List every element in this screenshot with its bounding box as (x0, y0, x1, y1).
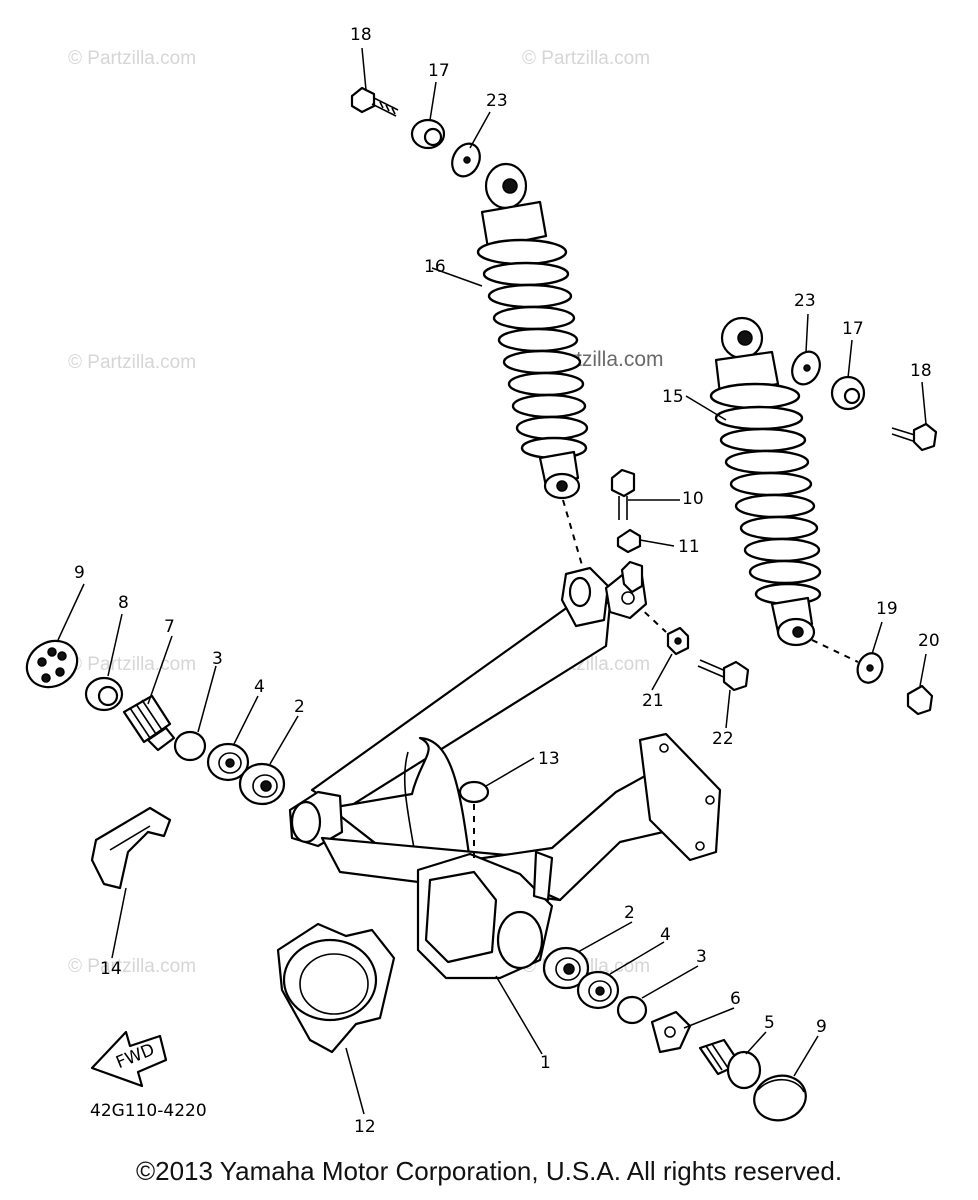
callout-13: 13 (538, 749, 560, 769)
callout-3: 3 (696, 947, 707, 967)
callout-17: 17 (842, 319, 864, 339)
copyright-notice: ©2013 Yamaha Motor Corporation, U.S.A. A… (135, 1156, 843, 1186)
bearing-2-left[interactable] (238, 762, 286, 806)
bearing-2-right[interactable] (542, 946, 590, 990)
bolt-18-right[interactable] (891, 422, 938, 452)
callout-6: 6 (730, 989, 741, 1009)
callout-8: 8 (118, 593, 129, 613)
locknut-6[interactable] (650, 1010, 692, 1054)
fwd-arrow-icon: FWD (90, 1030, 168, 1088)
collar-17-right[interactable] (830, 375, 866, 411)
callout-9: 9 (74, 563, 85, 583)
callout-5: 5 (764, 1013, 775, 1033)
callout-3: 3 (212, 649, 223, 669)
callout-14: 14 (100, 959, 122, 979)
bushing-3-left[interactable] (173, 730, 207, 762)
callout-9: 9 (816, 1017, 827, 1037)
callout-11: 11 (678, 537, 700, 557)
callout-12: 12 (354, 1117, 376, 1137)
callout-17: 17 (428, 61, 450, 81)
nut-21[interactable] (666, 626, 690, 656)
cover-14[interactable] (90, 806, 172, 890)
watermark: © Partzilla.com (68, 48, 196, 69)
bolt-18-upper[interactable] (350, 86, 399, 117)
callout-18: 18 (910, 361, 932, 381)
watermark: © Partzilla.com (68, 956, 196, 977)
callout-4: 4 (660, 925, 671, 945)
watermark: © Partzilla.com (68, 352, 196, 373)
leader-lines (57, 47, 927, 1115)
bearing-4-left[interactable] (206, 742, 250, 782)
callout-15: 15 (662, 387, 684, 407)
cap-9-right[interactable] (749, 1070, 811, 1126)
washer-19[interactable] (854, 650, 887, 686)
watermark: © Partzilla.com (522, 48, 650, 69)
nut-11[interactable] (616, 528, 642, 554)
cap-13[interactable] (458, 780, 490, 862)
callout-23: 23 (486, 91, 508, 111)
nut-20[interactable] (906, 684, 934, 716)
bearing-4-right[interactable] (576, 970, 620, 1010)
callout-16: 16 (424, 257, 446, 277)
collar-17-upper[interactable] (410, 118, 446, 150)
shock-absorber-right[interactable] (709, 316, 822, 647)
bushing-3-right[interactable] (616, 995, 648, 1025)
callout-21: 21 (642, 691, 664, 711)
washer-23-upper[interactable] (447, 139, 485, 181)
callout-4: 4 (254, 677, 265, 697)
pivot-shaft-7[interactable] (122, 694, 176, 752)
bolt-22[interactable] (697, 659, 750, 692)
callout-7: 7 (164, 617, 175, 637)
callout-18: 18 (350, 25, 372, 45)
bolt-10[interactable] (610, 468, 636, 520)
callout-2: 2 (294, 697, 305, 717)
shock-absorber-left[interactable] (476, 162, 589, 500)
watermark: © Partzilla.com (68, 654, 196, 675)
swing-arm[interactable] (288, 560, 722, 980)
cap-9-left[interactable] (18, 632, 85, 696)
callout-22: 22 (712, 729, 734, 749)
callout-1: 1 (540, 1053, 551, 1073)
callout-20: 20 (918, 631, 940, 651)
collar-8[interactable] (84, 676, 124, 712)
bracket-12[interactable] (276, 922, 396, 1054)
callout-23: 23 (794, 291, 816, 311)
washer-23-right[interactable] (787, 347, 825, 389)
callout-10: 10 (682, 489, 704, 509)
callout-labels: 18 17 23 16 23 17 18 15 10 11 19 20 21 2… (74, 25, 940, 1137)
pivot-shaft-5[interactable] (698, 1038, 762, 1090)
callout-19: 19 (876, 599, 898, 619)
diagram-code: 42G110-4220 (90, 1101, 207, 1121)
callout-2: 2 (624, 903, 635, 923)
